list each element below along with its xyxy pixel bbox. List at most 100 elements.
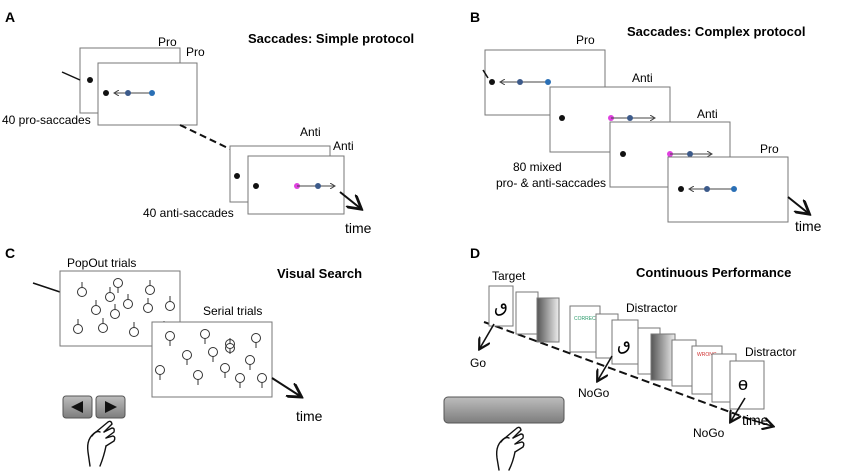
nogo-arrow bbox=[731, 397, 746, 421]
target-glyph: ٯ bbox=[494, 296, 508, 316]
panel-letter-d: D bbox=[470, 245, 480, 261]
eye-icon bbox=[704, 186, 710, 192]
stack-tick bbox=[32, 282, 61, 293]
search-stimulus bbox=[235, 373, 245, 388]
eye-icon bbox=[627, 115, 633, 121]
fixation-dot bbox=[620, 151, 626, 157]
go-arrow bbox=[480, 323, 495, 348]
time-arrow bbox=[787, 196, 808, 213]
fixation-dot bbox=[87, 77, 93, 83]
search-stimulus bbox=[105, 287, 115, 302]
stack-tick bbox=[482, 69, 489, 79]
search-stimulus bbox=[145, 280, 155, 295]
pro-target-dot bbox=[149, 90, 155, 96]
fixation-dot bbox=[678, 186, 684, 192]
card-feedback-correct: CORRECT bbox=[569, 305, 601, 353]
pro-label-front: Pro bbox=[186, 45, 205, 59]
search-stimulus bbox=[251, 333, 261, 348]
fixation-dot bbox=[559, 115, 565, 121]
card-mask bbox=[536, 297, 560, 343]
frame-label: Anti bbox=[697, 107, 718, 121]
panel-c-title: Visual Search bbox=[277, 266, 362, 281]
fixation-dot bbox=[234, 173, 240, 179]
panel-d: D Continuous Performance Target Distract… bbox=[443, 245, 796, 471]
hand-pointer-icon bbox=[495, 426, 525, 471]
pro-label-back: Pro bbox=[158, 35, 177, 49]
distractor-glyph-1: ٯ bbox=[617, 334, 631, 354]
eye-icon bbox=[315, 183, 321, 189]
fixation-dot bbox=[253, 183, 259, 189]
time-label: time bbox=[742, 412, 769, 428]
triangle-left-icon bbox=[71, 401, 83, 413]
target-label: Target bbox=[492, 269, 526, 283]
popout-label: PopOut trials bbox=[67, 256, 136, 270]
search-stimulus bbox=[165, 296, 175, 311]
serial-label: Serial trials bbox=[203, 304, 262, 318]
fixation-dot bbox=[489, 79, 495, 85]
nogo-label-1: NoGo bbox=[578, 386, 610, 400]
distractor-label-1: Distractor bbox=[626, 301, 677, 315]
hand-pointer-icon bbox=[86, 420, 116, 467]
pro-target-dot bbox=[545, 79, 551, 85]
left-arrow-button[interactable] bbox=[62, 395, 93, 419]
time-label: time bbox=[345, 220, 372, 236]
triangle-right-icon bbox=[105, 401, 117, 413]
mixed-count-line-1: 80 mixed bbox=[513, 160, 562, 174]
correct-text: CORRECT bbox=[574, 316, 599, 322]
card-distractor-1: ٯ bbox=[611, 319, 639, 365]
frame-label: Pro bbox=[760, 142, 779, 156]
search-stimulus bbox=[220, 363, 230, 378]
dashed-connector bbox=[179, 124, 233, 151]
search-stimulus bbox=[155, 365, 165, 380]
search-stimulus bbox=[113, 278, 123, 293]
search-stimulus bbox=[225, 338, 235, 353]
panel-letter-b: B bbox=[470, 9, 480, 25]
search-stimulus bbox=[123, 294, 133, 309]
anti-label-front: Anti bbox=[333, 139, 354, 153]
search-stimulus bbox=[77, 282, 87, 297]
time-label: time bbox=[795, 218, 822, 234]
search-stimulus bbox=[73, 319, 83, 334]
search-stimulus bbox=[98, 318, 108, 333]
distractor-glyph-2: ɵ bbox=[738, 374, 748, 394]
search-stimulus bbox=[165, 331, 175, 346]
time-label: time bbox=[296, 408, 323, 424]
eye-icon bbox=[687, 151, 693, 157]
search-stimulus bbox=[193, 370, 203, 385]
search-stimulus bbox=[143, 298, 153, 313]
right-arrow-button[interactable] bbox=[95, 395, 126, 419]
panel-letter-c: C bbox=[5, 245, 15, 261]
response-bar-button[interactable] bbox=[443, 396, 565, 424]
pro-stack-tick bbox=[61, 71, 81, 81]
pro-frame-front bbox=[97, 62, 198, 126]
search-stimulus bbox=[208, 347, 218, 362]
pro-count-label: 40 pro-saccades bbox=[2, 113, 91, 127]
distractor-label-2: Distractor bbox=[745, 345, 796, 359]
go-label: Go bbox=[470, 356, 486, 370]
serial-stimuli bbox=[155, 329, 267, 388]
eye-icon bbox=[125, 90, 131, 96]
panel-a-title: Saccades: Simple protocol bbox=[248, 31, 414, 46]
panel-b: B Saccades: Complex protocol Pro Anti An… bbox=[470, 9, 822, 234]
time-arrow bbox=[271, 377, 300, 396]
time-arrow bbox=[751, 420, 772, 426]
search-stimulus bbox=[182, 350, 192, 365]
card-blank bbox=[515, 291, 539, 335]
search-stimulus bbox=[91, 300, 101, 315]
panel-letter-a: A bbox=[5, 9, 15, 25]
panel-c: C Visual Search PopOut trials Serial tri… bbox=[5, 245, 362, 467]
serial-frame bbox=[151, 321, 273, 398]
card-target: ٯ bbox=[488, 285, 514, 327]
frame-label: Pro bbox=[576, 33, 595, 47]
mixed-count-line-2: pro- & anti-saccades bbox=[496, 176, 606, 190]
nogo-arrow bbox=[598, 355, 613, 380]
time-arrow bbox=[339, 191, 360, 208]
search-stimulus bbox=[257, 373, 267, 388]
card-distractor-2: ɵ bbox=[729, 360, 765, 410]
anti-label-back: Anti bbox=[300, 125, 321, 139]
nogo-label-2: NoGo bbox=[693, 426, 725, 440]
search-stimulus bbox=[110, 304, 120, 319]
wrong-text: WRONG bbox=[697, 352, 717, 358]
eye-icon bbox=[517, 79, 523, 85]
